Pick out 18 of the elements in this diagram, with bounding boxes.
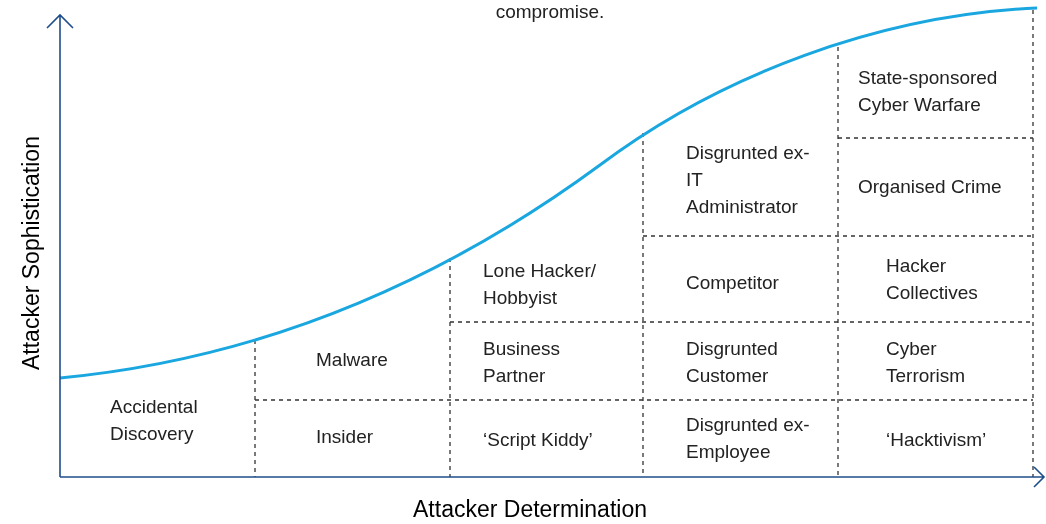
note-text: compromise. (494, 0, 606, 24)
cell-label: Disgrunted ex-IT Administrator (686, 141, 811, 219)
cell-label: State-sponsored Cyber Warfare (858, 66, 999, 117)
cell-label: Hacker Collectives (886, 254, 979, 305)
cell-label: Business Partner (483, 337, 562, 388)
cell-label: Insider (316, 425, 374, 449)
cell-label: Lone Hacker/ Hobbyist (483, 259, 597, 310)
axis-title: Attacker Sophistication (18, 136, 45, 370)
cell-label: Cyber Terrorism (886, 337, 967, 388)
cell-label: ‘Hacktivism’ (886, 428, 987, 452)
cell-label: Organised Crime (858, 175, 1002, 199)
axis-title: Attacker Determination (412, 496, 648, 523)
cell-label: Competitor (686, 271, 779, 295)
cell-label: Disgrunted Customer (686, 337, 779, 388)
cell-label: ‘Script Kiddy’ (483, 428, 593, 452)
cell-label: Accidental Discovery (110, 395, 199, 446)
cell-label: Disgrunted ex-Employee (686, 413, 811, 464)
cell-label: Malware (316, 348, 388, 372)
